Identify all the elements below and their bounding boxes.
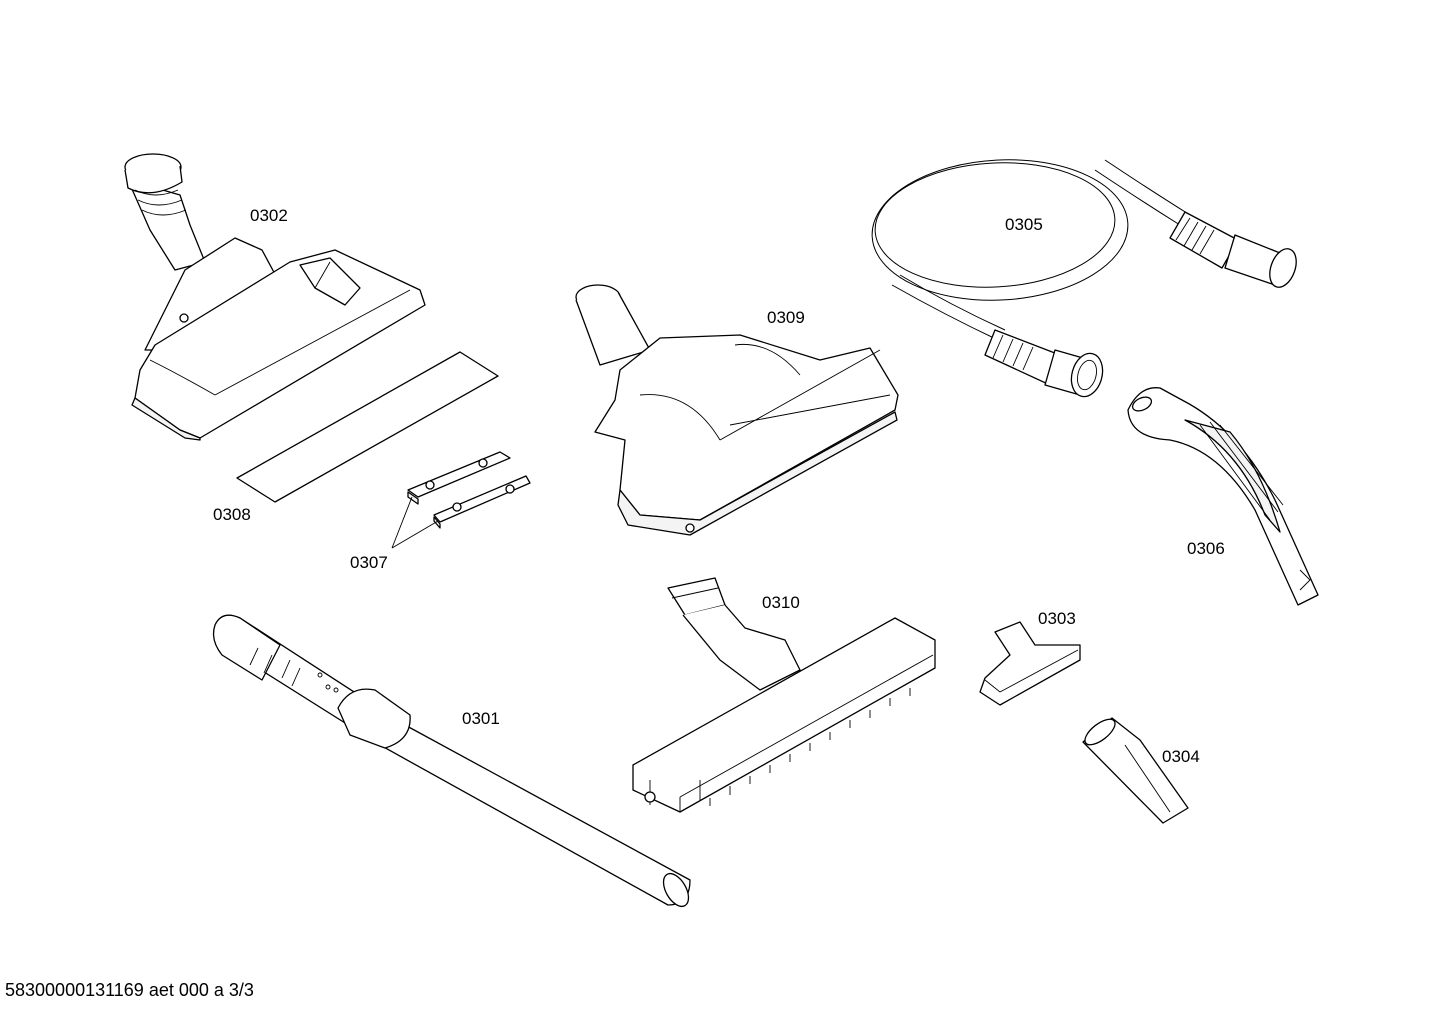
part-0310-parquet-nozzle[interactable] bbox=[632, 577, 936, 813]
part-0309-turbo-brush[interactable] bbox=[575, 284, 899, 536]
document-id-footer: 58300000131169 aet 000 a 3/3 bbox=[5, 980, 254, 1000]
label-0301: 0301 bbox=[462, 709, 500, 728]
part-0302-floor-nozzle[interactable] bbox=[124, 153, 426, 441]
label-0310: 0310 bbox=[762, 593, 800, 612]
part-0305-hose[interactable] bbox=[869, 153, 1302, 400]
label-0307: 0307 bbox=[350, 553, 388, 572]
label-0302: 0302 bbox=[250, 206, 288, 225]
part-0306-handle[interactable] bbox=[1127, 387, 1319, 606]
label-0308: 0308 bbox=[213, 505, 251, 524]
part-0301-telescopic-tube[interactable] bbox=[212, 614, 694, 910]
part-0308-strip[interactable] bbox=[236, 351, 499, 503]
label-0305: 0305 bbox=[1005, 215, 1043, 234]
label-0303: 0303 bbox=[1038, 609, 1076, 628]
label-0304: 0304 bbox=[1162, 747, 1200, 766]
label-0309: 0309 bbox=[767, 308, 805, 327]
part-0304-crevice-tool[interactable] bbox=[1081, 715, 1189, 824]
part-0307-brush-strips[interactable] bbox=[391, 451, 531, 549]
label-0306: 0306 bbox=[1187, 539, 1225, 558]
part-0303-upholstery-nozzle[interactable] bbox=[979, 621, 1081, 706]
